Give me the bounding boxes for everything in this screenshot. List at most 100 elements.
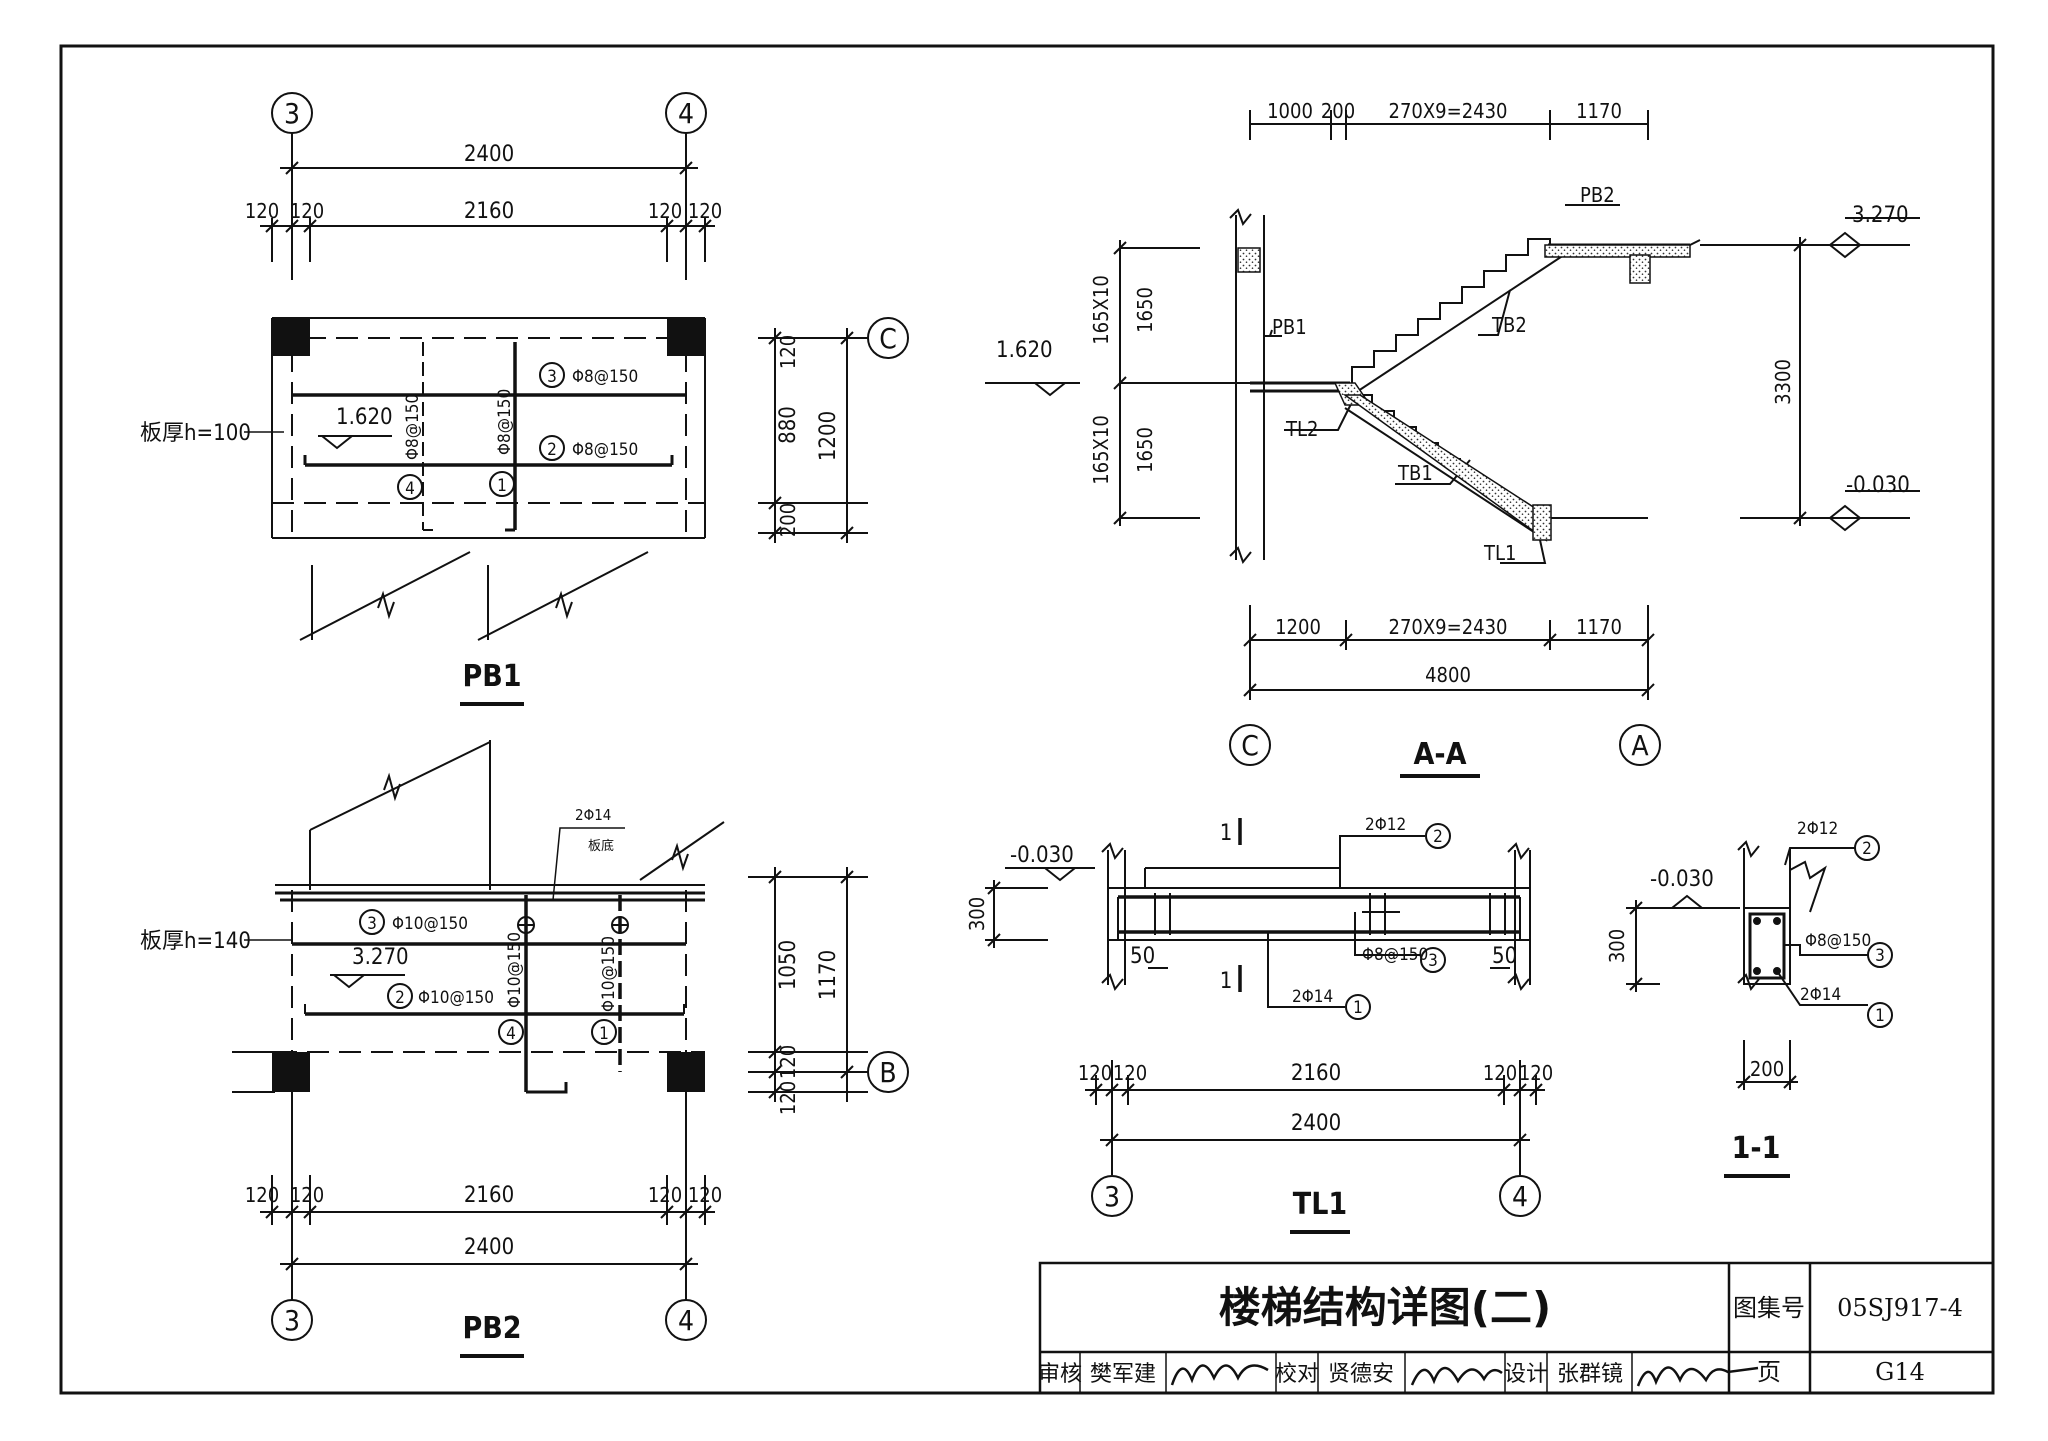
aa-title: A-A xyxy=(1414,737,1467,772)
tl1-axis-3-bubble xyxy=(1091,1175,1133,1217)
tl1-title: TL1 xyxy=(1293,1187,1347,1222)
aa-wall-hatch xyxy=(1237,247,1261,273)
pb2-axis-b: B xyxy=(879,1056,896,1089)
pb1-dim-v120: 120 xyxy=(776,335,800,369)
pb1-mark-3: 3 xyxy=(547,367,557,387)
pb2-note-position: 板底 xyxy=(588,838,614,854)
pb1-dim-v1200: 1200 xyxy=(816,411,841,461)
aa-v-total: 3300 xyxy=(1771,359,1795,405)
sec11-bar-top: 2Φ12 xyxy=(1797,819,1838,839)
aa-v-steps-top: 165X10 xyxy=(1089,275,1113,345)
pb1-axis-c: C xyxy=(879,322,897,355)
page-number: G14 xyxy=(1875,1358,1925,1386)
pb2-mark-1: 1 xyxy=(599,1024,609,1044)
pb2-dim-total: 2400 xyxy=(464,1235,514,1260)
tl1-cut-top: 1 xyxy=(1220,821,1233,846)
pb2-axis-3: 3 xyxy=(284,1304,300,1337)
pb2-note-bar: 2Φ14 xyxy=(575,806,611,824)
tl1-bar-top: 2Φ12 xyxy=(1365,815,1406,835)
title-block xyxy=(1038,1261,1995,1395)
pb1-dim-v880: 880 xyxy=(776,406,801,444)
aa-v-1650-top: 1650 xyxy=(1133,287,1157,333)
check-label: 校对 xyxy=(1275,1362,1319,1387)
sec11-mark-top: 2 xyxy=(1862,839,1872,859)
aa-label-tl2: TL2 xyxy=(1285,417,1318,441)
tl1-bar-bottom: 2Φ14 xyxy=(1292,987,1333,1007)
pb2-axis-4: 4 xyxy=(678,1304,694,1337)
pb1-dim-120c: 120 xyxy=(648,199,682,223)
tl1-dim-total: 2400 xyxy=(1291,1111,1341,1136)
pb1-dim-120d: 120 xyxy=(688,199,722,223)
pb1-title: PB1 xyxy=(462,659,521,694)
tl1-mark-stirrup: 3 xyxy=(1428,951,1438,971)
pb1-mark-1: 1 xyxy=(497,476,507,496)
aa-bot-1200: 1200 xyxy=(1275,615,1321,639)
pb2-dim-120b: 120 xyxy=(290,1183,324,1207)
section-1-1 xyxy=(1626,835,1893,1178)
tl1-cut-bottom: 1 xyxy=(1220,969,1233,994)
sec11-stirrup: Φ8@150 xyxy=(1805,931,1871,951)
pb1-mark-2: 2 xyxy=(547,440,557,460)
drawing-title: 楼梯结构详图(二) xyxy=(1219,1283,1551,1332)
pb2-dim-v1050: 1050 xyxy=(776,940,801,990)
aa-top-1170: 1170 xyxy=(1576,99,1622,123)
tl1-mark-top: 2 xyxy=(1433,827,1443,847)
pb2-dim-120d: 120 xyxy=(688,1183,722,1207)
aa-top-run: 270X9=2430 xyxy=(1389,99,1508,123)
pb2-dim-v120a: 120 xyxy=(776,1045,800,1079)
aa-v-steps-bot: 165X10 xyxy=(1089,415,1113,485)
designer-signature xyxy=(1636,1366,1759,1387)
pb1-bar-1-vertical: Φ8@150 xyxy=(495,389,515,455)
aa-label-tb2: TB2 xyxy=(1491,313,1527,337)
tl1-axis-3: 3 xyxy=(1104,1180,1120,1213)
aa-axis-c: C xyxy=(1241,729,1259,762)
pb2-dim-clear: 2160 xyxy=(464,1183,514,1208)
tl1-dim-120d: 120 xyxy=(1519,1061,1553,1085)
aa-pb2-beam xyxy=(1629,254,1651,284)
pb1-bar-4-vertical: Φ8@150 xyxy=(403,394,423,460)
pb1-plan xyxy=(244,92,909,706)
pb2-mark-4: 4 xyxy=(506,1024,516,1044)
pb1-column-right xyxy=(667,318,705,356)
pb2-bar-2: Φ10@150 xyxy=(418,988,494,1008)
aa-elev-bot: -0.030 xyxy=(1846,473,1910,498)
aa-label-pb1: PB1 xyxy=(1272,315,1307,339)
designer-name: 张群镜 xyxy=(1557,1362,1623,1387)
pb2-dim-120c: 120 xyxy=(648,1183,682,1207)
aa-bot-total: 4800 xyxy=(1425,663,1471,687)
pb2-plan xyxy=(232,740,909,1358)
pb1-dim-total: 2400 xyxy=(464,142,514,167)
pb1-axis-3: 3 xyxy=(284,97,300,130)
pb2-axis-b-bubble xyxy=(867,1051,909,1093)
sec11-mark-stirrup: 3 xyxy=(1875,946,1885,966)
tl1-axis-4-bubble xyxy=(1499,1175,1541,1217)
aa-label-tb1: TB1 xyxy=(1397,461,1433,485)
tl1-elev: -0.030 xyxy=(1010,843,1074,868)
pb1-dim-clear: 2160 xyxy=(464,199,514,224)
sec11-bar-bottom: 2Φ14 xyxy=(1800,985,1841,1005)
tl1-dim-120a: 120 xyxy=(1078,1061,1112,1085)
aa-elev-top: 3.270 xyxy=(1852,203,1909,228)
pb1-dim-v200: 200 xyxy=(776,503,800,537)
checker-signature xyxy=(1410,1366,1503,1386)
aa-top-200: 200 xyxy=(1321,99,1355,123)
tl1-axis-4: 4 xyxy=(1512,1180,1528,1213)
reviewer-signature xyxy=(1170,1364,1269,1386)
pb2-mark-2: 2 xyxy=(395,988,405,1008)
pb1-mark-4: 4 xyxy=(405,479,415,499)
tl1-dim-50b: 50 xyxy=(1492,944,1517,969)
tl1-dim-120b: 120 xyxy=(1113,1061,1147,1085)
page-label: 页 xyxy=(1757,1358,1781,1386)
pb1-elevation: 1.620 xyxy=(336,405,393,430)
pb1-dim-120a: 120 xyxy=(245,199,279,223)
pb1-thickness: 板厚h=100 xyxy=(140,421,251,446)
atlas-label: 图集号 xyxy=(1733,1294,1805,1322)
tl1-dim-clear: 2160 xyxy=(1291,1061,1341,1086)
pb1-dim-120b: 120 xyxy=(290,199,324,223)
aa-axis-a: A xyxy=(1631,729,1649,762)
pb2-thickness: 板厚h=140 xyxy=(140,929,251,954)
aa-elev-mid: 1.620 xyxy=(996,338,1053,363)
sec11-mark-bottom: 1 xyxy=(1875,1006,1885,1026)
design-label: 设计 xyxy=(1504,1362,1548,1387)
